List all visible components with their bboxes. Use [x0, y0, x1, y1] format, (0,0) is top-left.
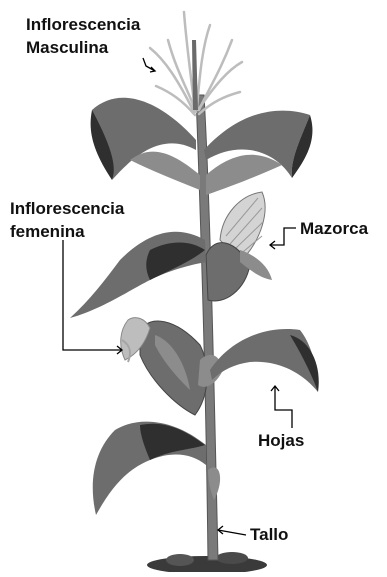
- right-lower-leaf: [210, 329, 319, 392]
- male-inflorescence-label-line2: Masculina: [26, 38, 108, 58]
- leaves-leader: [275, 386, 292, 428]
- female-inflorescence-label-line2: femenina: [10, 222, 85, 242]
- cob-upper: [206, 192, 272, 301]
- female-inflorescence-label-line1: Inflorescencia: [10, 199, 124, 219]
- cob-label: Mazorca: [300, 219, 368, 239]
- bottom-left-leaf: [93, 422, 220, 515]
- soil: [147, 552, 267, 572]
- stem-label: Tallo: [250, 525, 288, 545]
- leaves-label: Hojas: [258, 431, 304, 451]
- middle-leaves: [70, 232, 206, 318]
- stem-leader: [218, 530, 246, 535]
- tassel-spike: [192, 40, 198, 110]
- male-inflorescence-label-line1: Inflorescencia: [26, 15, 140, 35]
